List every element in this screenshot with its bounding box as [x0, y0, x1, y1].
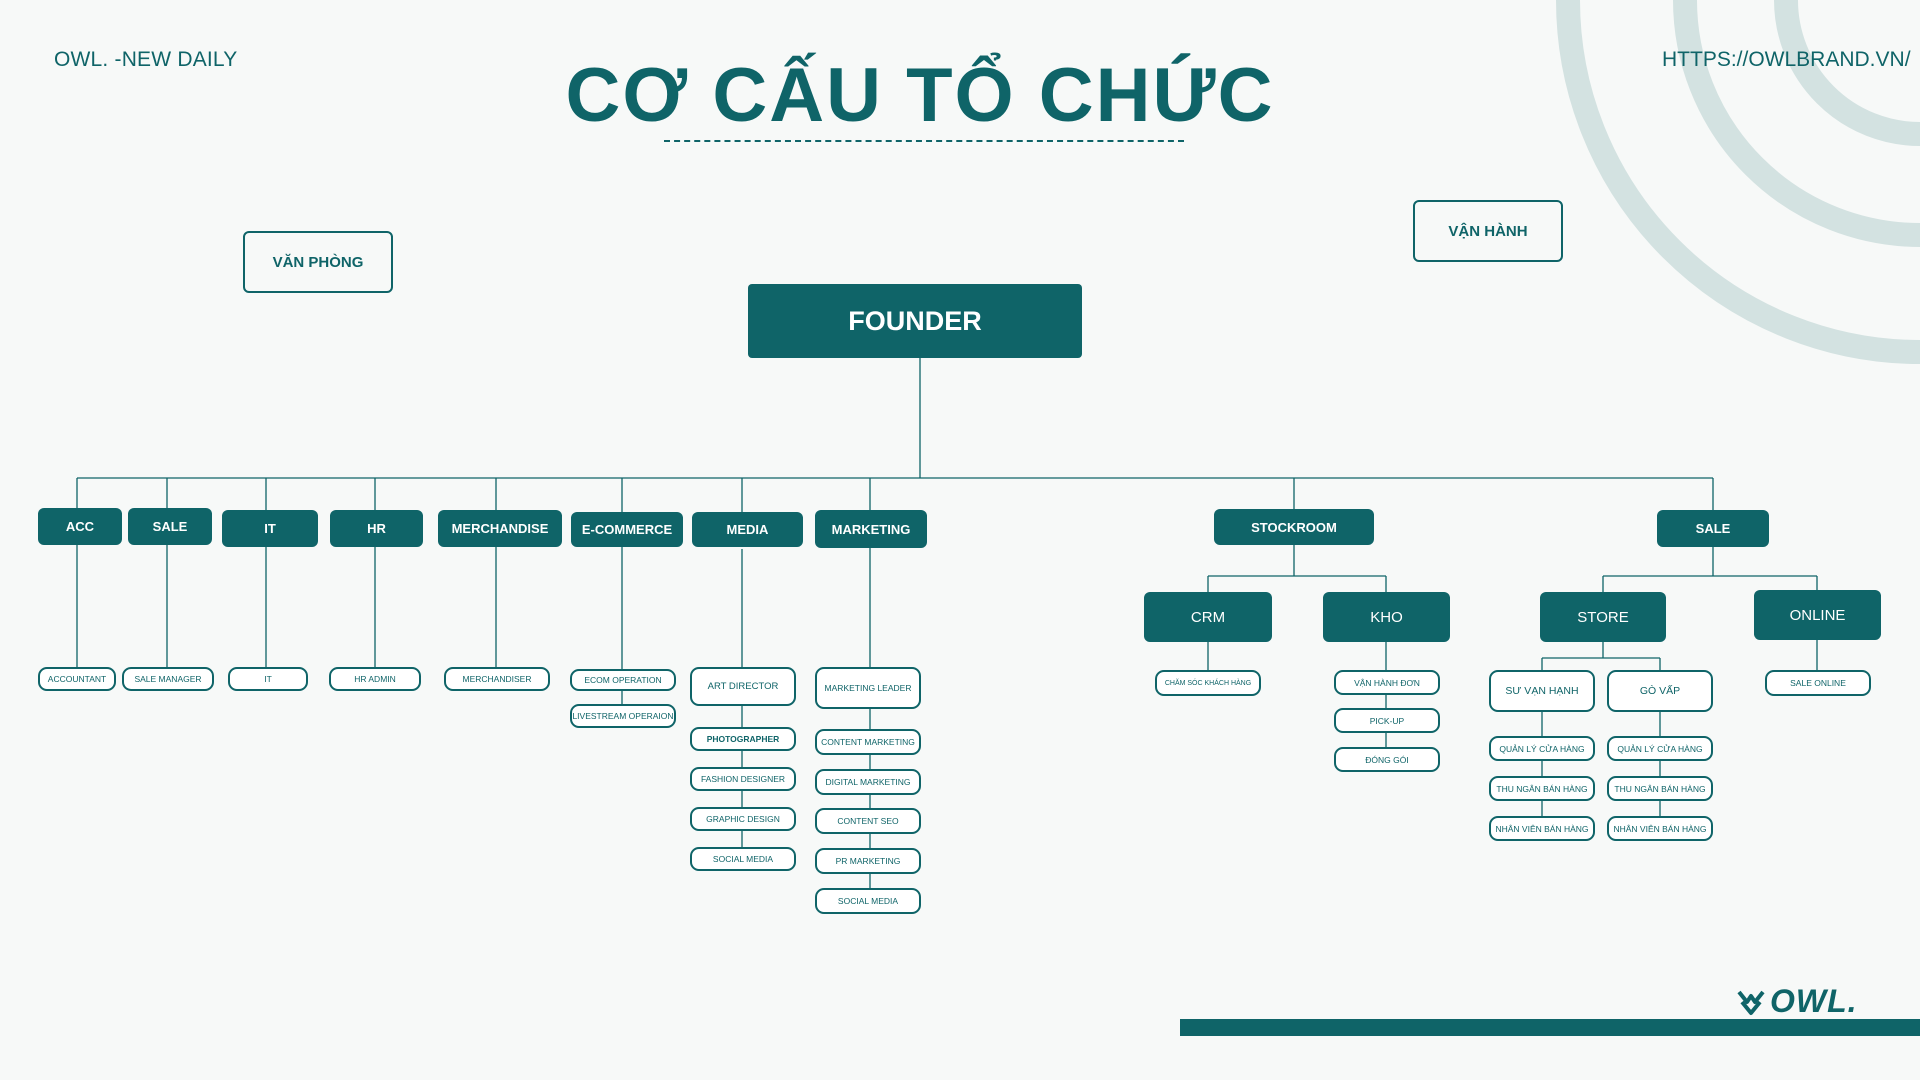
dept-hr: HR — [330, 510, 423, 547]
role-ecom-operation: ECOM OPERATION — [570, 669, 676, 691]
dept-it: IT — [222, 510, 318, 547]
role-digital-marketing: DIGITAL MARKETING — [815, 769, 921, 795]
role-pr-marketing: PR MARKETING — [815, 848, 921, 874]
role-it: IT — [228, 667, 308, 691]
role-graphic-design: GRAPHIC DESIGN — [690, 807, 796, 831]
unit-crm: CRM — [1144, 592, 1272, 642]
role-sale-manager: SALE MANAGER — [122, 667, 214, 691]
role-photographer: PHOTOGRAPHER — [690, 727, 796, 751]
role-hr-admin: HR ADMIN — [329, 667, 421, 691]
role-marketing-leader: MARKETING LEADER — [815, 667, 921, 709]
role-gv-nhan-vien: NHÂN VIÊN BÁN HÀNG — [1607, 816, 1713, 841]
role-merchandiser: MERCHANDISER — [444, 667, 550, 691]
owl-logo-text: OWL. — [1770, 983, 1858, 1019]
brand-name: OWL. -NEW DAILY — [54, 48, 238, 71]
role-svh-quan-ly: QUẢN LÝ CỬA HÀNG — [1489, 736, 1595, 761]
dept-sale-office: SALE — [128, 508, 212, 545]
dept-marketing: MARKETING — [815, 510, 927, 548]
role-cham-soc-khach-hang: CHĂM SÓC KHÁCH HÀNG — [1155, 670, 1261, 696]
role-sale-online: SALE ONLINE — [1765, 670, 1871, 696]
role-accountant: ACCOUNTANT — [38, 667, 116, 691]
title-underline — [664, 140, 1184, 142]
footer-bar — [1180, 1019, 1920, 1036]
role-pick-up: PICK-UP — [1334, 708, 1440, 733]
role-livestream-operation: LIVESTREAM OPERAION — [570, 704, 676, 728]
role-gv-quan-ly: QUẢN LÝ CỬA HÀNG — [1607, 736, 1713, 761]
owl-logo-icon — [1737, 990, 1765, 1015]
dept-sale-ops: SALE — [1657, 510, 1769, 547]
role-dong-goi: ĐÓNG GÓI — [1334, 747, 1440, 772]
branch-su-van-hanh: SƯ VẠN HẠNH — [1489, 670, 1595, 712]
role-art-director: ART DIRECTOR — [690, 667, 796, 706]
unit-online: ONLINE — [1754, 590, 1881, 640]
role-gv-thu-ngan: THU NGÂN BÁN HÀNG — [1607, 776, 1713, 801]
role-fashion-designer: FASHION DESIGNER — [690, 767, 796, 791]
branch-go-vap: GÒ VẤP — [1607, 670, 1713, 712]
dept-acc: ACC — [38, 508, 122, 545]
dept-merchandise: MERCHANDISE — [438, 510, 562, 547]
role-social-media: SOCIAL MEDIA — [690, 847, 796, 871]
unit-kho: KHO — [1323, 592, 1450, 642]
role-van-hanh-don: VẬN HÀNH ĐƠN — [1334, 670, 1440, 695]
dept-ecommerce: E-COMMERCE — [571, 512, 683, 547]
section-label-office: VĂN PHÒNG — [243, 231, 393, 293]
unit-store: STORE — [1540, 592, 1666, 642]
dept-stockroom: STOCKROOM — [1214, 509, 1374, 545]
role-social-media-marketing: SOCIAL MEDIA — [815, 888, 921, 914]
section-label-operations: VẬN HÀNH — [1413, 200, 1563, 262]
role-content-marketing: CONTENT MARKETING — [815, 729, 921, 755]
founder-box: FOUNDER — [748, 284, 1082, 358]
page-title: CƠ CẤU TỔ CHỨC — [565, 53, 1275, 138]
website-link[interactable]: HTTPS://OWLBRAND.VN/ — [1662, 48, 1911, 71]
dept-media: MEDIA — [692, 512, 803, 547]
role-svh-thu-ngan: THU NGÂN BÁN HÀNG — [1489, 776, 1595, 801]
role-svh-nhan-vien: NHÂN VIÊN BÁN HÀNG — [1489, 816, 1595, 841]
role-content-seo: CONTENT SEO — [815, 808, 921, 834]
